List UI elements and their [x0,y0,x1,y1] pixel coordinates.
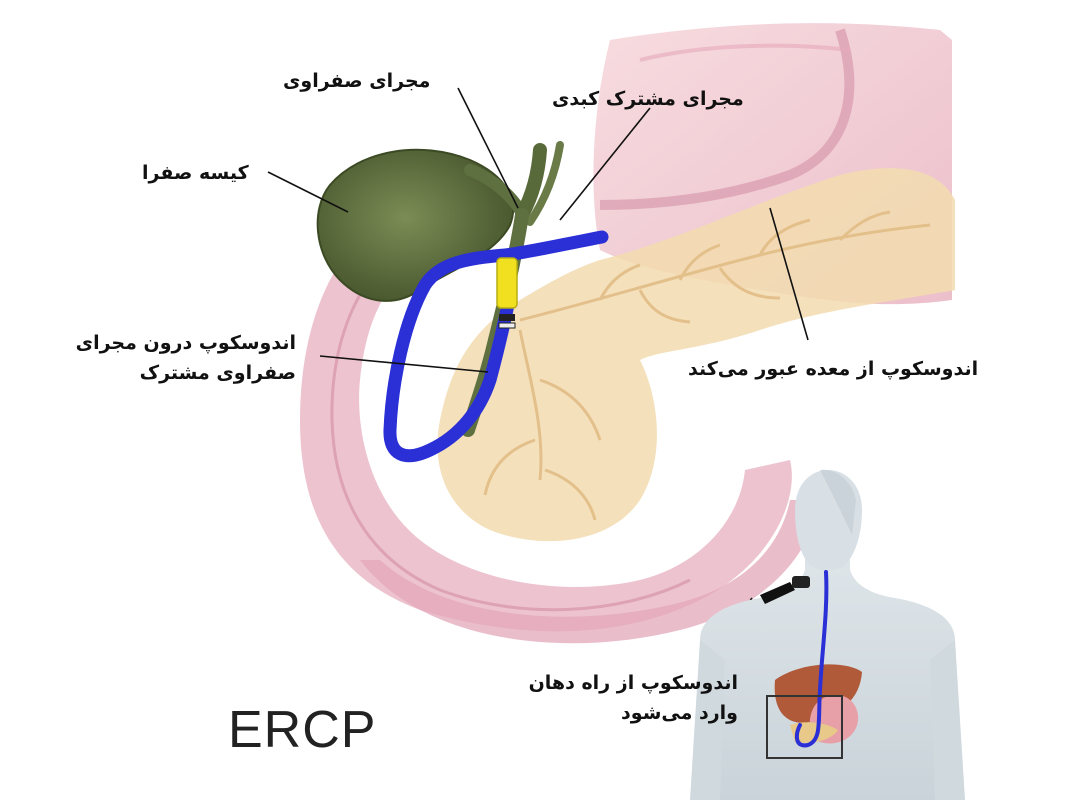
instrument-band-1 [499,314,515,321]
label-hepatic-duct: مجرای صفراوی [283,70,431,92]
label-endoscope-in-duct-line1: اندوسکوپ درون مجرای [75,332,296,354]
body-arm-left [690,640,725,800]
stomach-fold [599,28,855,210]
endoscope-tip-instrument [496,257,518,309]
label-gallbladder: کیسه صفرا [142,162,249,184]
body-head-shade [820,469,856,535]
human-figure [690,469,965,800]
duodenum-inner-wall [330,223,691,612]
pancreas [437,168,955,542]
inset-box [766,695,843,759]
label-endoscope-mouth-line2: وارد می‌شود [621,702,738,724]
duodenum-lower [360,500,820,644]
label-endoscope-in-duct-line2: صفراوی مشترک [139,362,296,384]
hepatic-duct-branch [526,141,564,226]
label-endoscope-stomach: اندوسکوپ از معده عبور می‌کند [688,358,979,380]
figure-pancreas [790,722,838,743]
label-common-bile-duct: مجرای مشترک کبدی [552,88,744,110]
pancreatic-ducts [483,210,931,521]
stomach-inner-edge [639,43,851,62]
endoscope-handle-grip [792,576,810,588]
instrument-band-2 [498,322,516,329]
figure-title: ERCP [228,701,377,759]
figure-endoscope [794,570,829,748]
endoscope [383,230,609,463]
label-endoscope-mouth-line1: اندوسکوپ از راه دهان [528,672,738,694]
endoscope-handle [760,582,795,604]
body-arm-right [930,640,965,800]
